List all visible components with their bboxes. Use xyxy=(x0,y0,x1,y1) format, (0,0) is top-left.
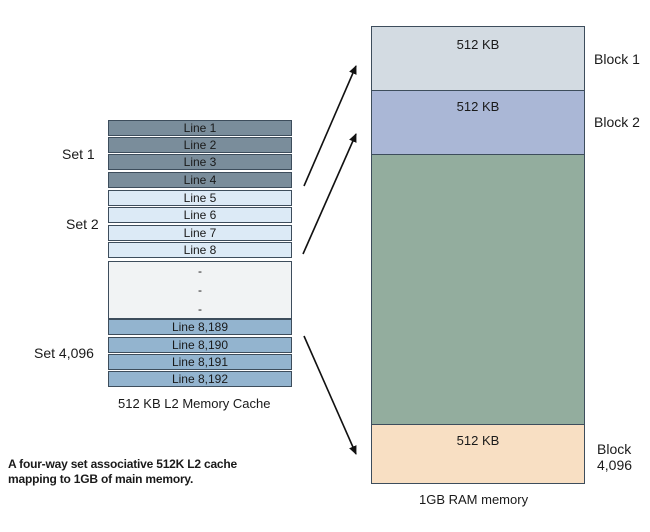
set-4096-to-block-4096-arrow xyxy=(303,335,357,455)
cache-line: Line 8 xyxy=(108,242,292,258)
ram-middle-region xyxy=(371,154,585,425)
cache-line: Line 8,189 xyxy=(108,319,292,335)
block-4096-label-line1: Block xyxy=(597,441,632,457)
cache-line: Line 8,190 xyxy=(108,337,292,353)
ellipsis-dash: - xyxy=(198,283,202,297)
block-4096-label-line2: 4,096 xyxy=(597,457,633,473)
set-2-to-block-2-arrow xyxy=(302,133,357,255)
figure-note: A four-way set associative 512K L2 cache… xyxy=(8,457,237,487)
cache-line: Line 3 xyxy=(108,154,292,170)
note-line-1: A four-way set associative 512K L2 cache xyxy=(8,457,238,471)
note-line-2: mapping to 1GB of main memory. xyxy=(8,472,194,486)
set-4096-label: Set 4,096 xyxy=(34,345,94,361)
cache-line: Line 5 xyxy=(108,190,292,206)
cache-caption: 512 KB L2 Memory Cache xyxy=(118,396,271,411)
ram-block-1-size: 512 KB xyxy=(456,37,500,52)
cache-ellipsis-region: - - - xyxy=(108,261,292,319)
set-1-label: Set 1 xyxy=(62,146,95,162)
cache-line: Line 6 xyxy=(108,207,292,223)
ellipsis-dash: - xyxy=(198,264,202,278)
cache-line: Line 7 xyxy=(108,225,292,241)
ram-block-4096-size: 512 KB xyxy=(456,433,500,448)
set-1-to-block-1-arrow xyxy=(303,65,357,187)
ram-caption: 1GB RAM memory xyxy=(419,492,529,507)
ram-block-1: 512 KB xyxy=(371,26,585,91)
cache-line: Line 4 xyxy=(108,172,292,188)
ram-block-2-size: 512 KB xyxy=(456,99,500,114)
block-4096-label: Block 4,096 xyxy=(597,441,632,473)
cache-line: Line 8,192 xyxy=(108,371,292,387)
block-2-label: Block 2 xyxy=(594,114,640,130)
cache-line: Line 2 xyxy=(108,137,292,153)
block-1-label: Block 1 xyxy=(594,51,640,67)
ram-block-4096: 512 KB xyxy=(371,424,585,484)
ellipsis-dash: - xyxy=(198,302,202,316)
cache-line: Line 1 xyxy=(108,120,292,136)
set-2-label: Set 2 xyxy=(66,216,99,232)
cache-line: Line 8,191 xyxy=(108,354,292,370)
